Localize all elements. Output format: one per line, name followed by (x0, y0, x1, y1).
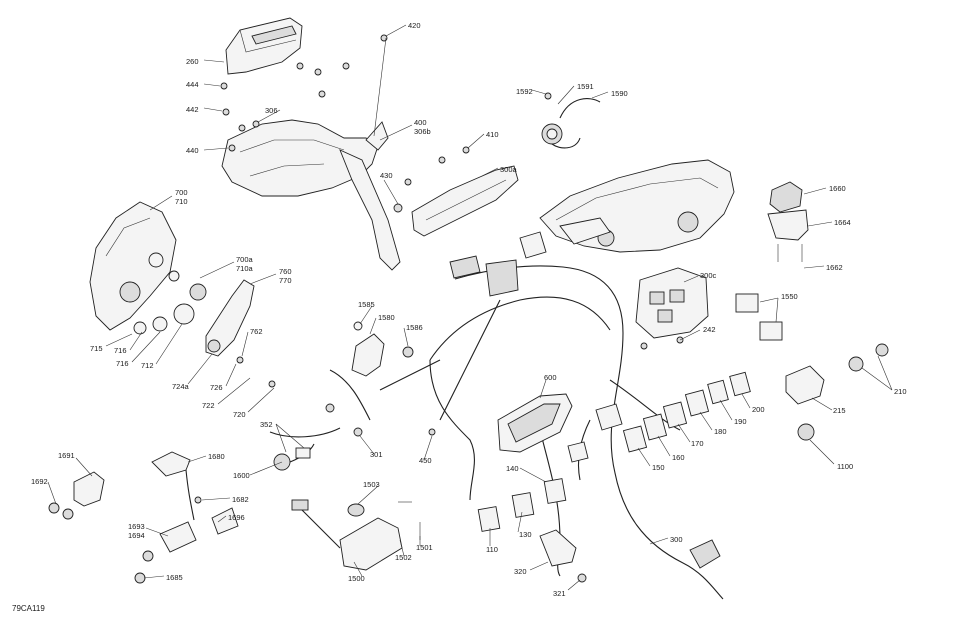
callout-c715: 715 (90, 344, 103, 353)
upper-cover-260 (225, 17, 303, 75)
callout-c450: 450 (419, 456, 432, 465)
callout-c300c: 300c (700, 271, 717, 280)
callout-c300a: 300a (500, 165, 517, 174)
callout-c760: 760 (279, 267, 292, 276)
relays-1550 (735, 293, 783, 341)
callout-c1500: 1500 (348, 574, 365, 583)
callout-c712: 712 (141, 361, 154, 370)
connectors-110-130-140 (477, 478, 587, 583)
callout-c210: 210 (894, 387, 907, 396)
callout-c1590: 1590 (611, 89, 628, 98)
frame-harness-support (539, 159, 735, 253)
callout-c260: 260 (186, 57, 199, 66)
sockets-210-215-1100 (785, 343, 889, 441)
callout-c1685: 1685 (166, 573, 183, 582)
callout-c1592: 1592 (516, 87, 533, 96)
callout-c1100: 1100 (837, 462, 854, 471)
callout-c150: 150 (652, 463, 665, 472)
relay-box-300c (635, 267, 709, 339)
callout-c1692: 1692 (31, 477, 48, 486)
headlight-760 (133, 270, 255, 357)
callout-c1586: 1586 (406, 323, 423, 332)
main-wiring-harness (329, 231, 724, 600)
callout-c1680: 1680 (208, 452, 225, 461)
callout-c1691: 1691 (58, 451, 75, 460)
callout-c710a: 710a (236, 264, 253, 273)
callout-c1693: 1693 (128, 522, 145, 531)
callout-c1662: 1662 (826, 263, 843, 272)
horn-1580 (351, 321, 414, 377)
callout-c320: 320 (514, 567, 527, 576)
callout-c301: 301 (370, 450, 383, 459)
callout-c724a: 724a (172, 382, 189, 391)
callout-c444: 444 (186, 80, 199, 89)
sensor-1600 (269, 427, 341, 471)
callout-c352: 352 (260, 420, 273, 429)
callout-c215: 215 (833, 406, 846, 415)
callout-c190: 190 (734, 417, 747, 426)
switch-row-150-200 (622, 371, 751, 453)
motor-1500 (291, 499, 421, 571)
callout-c1591: 1591 (577, 82, 594, 91)
callout-c700a: 700a (236, 255, 253, 264)
callout-c160: 160 (672, 453, 685, 462)
callout-c700: 700 (175, 188, 188, 197)
callout-c1550: 1550 (781, 292, 798, 301)
callout-c722: 722 (202, 401, 215, 410)
callout-c1694: 1694 (128, 531, 145, 540)
instrument-cluster-600 (497, 393, 573, 453)
headlight-700 (89, 201, 177, 331)
callout-c430: 430 (380, 171, 393, 180)
callout-c410: 410 (486, 130, 499, 139)
callout-c420: 420 (408, 21, 421, 30)
callout-c400: 400 (414, 118, 427, 127)
callout-c1501: 1501 (416, 543, 433, 552)
leader-lines (47, 24, 893, 591)
bracket-400 (221, 119, 401, 271)
callout-c1660: 1660 (829, 184, 846, 193)
callout-c716a: 716 (114, 346, 127, 355)
callout-c770: 770 (279, 276, 292, 285)
callout-c440: 440 (186, 146, 199, 155)
callout-c200: 200 (752, 405, 765, 414)
callout-c306: 306 (265, 106, 278, 115)
callout-c321: 321 (553, 589, 566, 598)
callout-c710: 710 (175, 197, 188, 206)
callout-c762: 762 (250, 327, 263, 336)
bracket-300a (411, 165, 519, 237)
callout-c1580: 1580 (378, 313, 395, 322)
callout-c716b: 716 (116, 359, 129, 368)
callout-c130: 130 (519, 530, 532, 539)
callout-c442: 442 (186, 105, 199, 114)
diagram-reference-code: 79CA119 (12, 604, 45, 613)
callout-c140: 140 (506, 464, 519, 473)
callout-c306b: 306b (414, 127, 431, 136)
sensor-1680 (134, 451, 239, 584)
callout-c110: 110 (486, 545, 498, 554)
sensor-1660 (767, 181, 809, 262)
callout-c242: 242 (703, 325, 716, 334)
callout-c720: 720 (233, 410, 246, 419)
callout-c300: 300 (670, 535, 683, 544)
callout-c1585: 1585 (358, 300, 375, 309)
callout-c1600: 1600 (233, 471, 250, 480)
callout-c600: 600 (544, 373, 557, 382)
fasteners (194, 34, 684, 504)
callout-c180: 180 (714, 427, 727, 436)
callout-c170: 170 (691, 439, 704, 448)
callout-c1502: 1502 (395, 553, 412, 562)
callout-c1503: 1503 (363, 480, 380, 489)
sensor-1590 (541, 98, 601, 149)
callout-c1696: 1696 (228, 513, 245, 522)
callout-c726: 726 (210, 383, 223, 392)
callout-c1664: 1664 (834, 218, 851, 227)
bracket-1691 (48, 471, 105, 520)
callout-c1682: 1682 (232, 495, 249, 504)
